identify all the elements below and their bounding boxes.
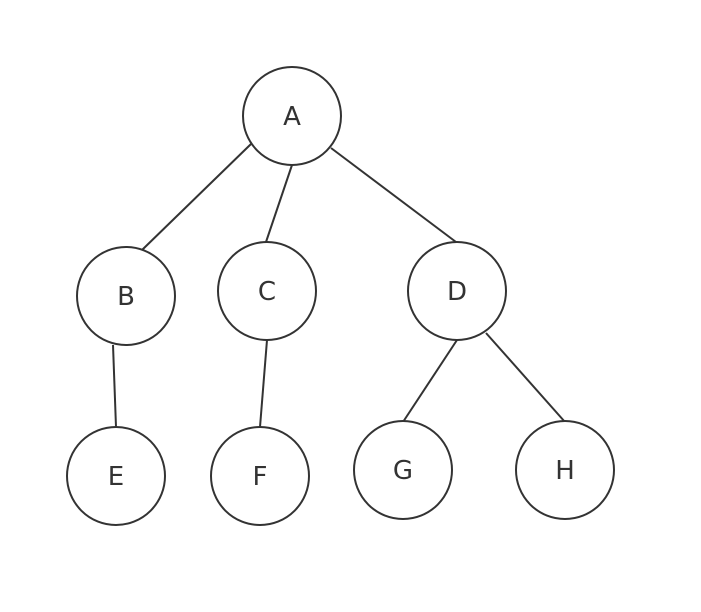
node-c-label: C <box>258 277 276 307</box>
node-e-label: E <box>108 462 124 492</box>
node-c: C <box>217 241 317 341</box>
node-f-label: F <box>253 462 268 492</box>
node-f: F <box>210 426 310 526</box>
edge-c-f <box>259 339 268 428</box>
edge-a-c <box>265 164 293 243</box>
node-e: E <box>66 426 166 526</box>
node-h: H <box>515 420 615 520</box>
edge-b-e <box>112 344 117 428</box>
node-d: D <box>407 241 507 341</box>
node-b-label: B <box>117 282 135 312</box>
node-b: B <box>76 246 176 346</box>
node-a-label: A <box>283 102 301 132</box>
edge-d-h <box>485 332 566 423</box>
node-h-label: H <box>555 456 575 486</box>
node-a: A <box>242 66 342 166</box>
edge-d-g <box>402 339 458 423</box>
node-d-label: D <box>447 277 467 307</box>
edge-a-d <box>330 147 457 243</box>
node-g: G <box>353 420 453 520</box>
node-g-label: G <box>393 456 413 486</box>
edge-a-b <box>141 143 252 251</box>
